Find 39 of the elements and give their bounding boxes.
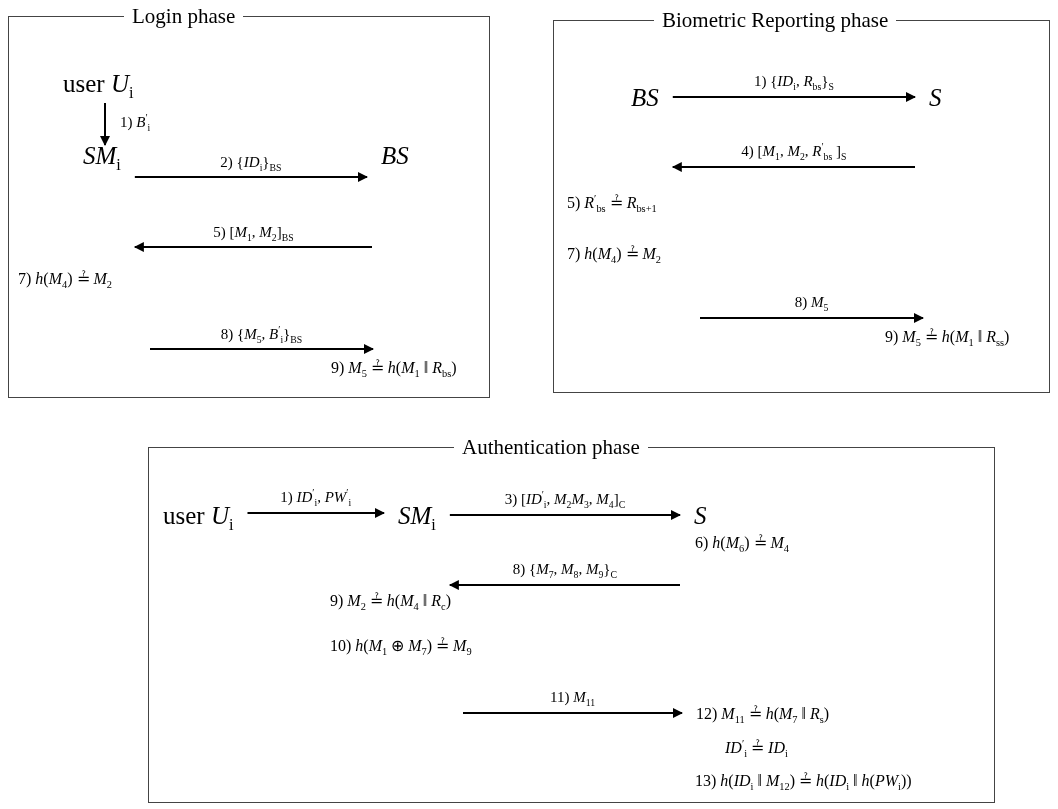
participant-label: user U$_{i}$ (63, 69, 134, 99)
message-label: 3) [ID$^{′}$$_{i}$, M$_{2}$M$_{3}$, M$_{4}$]$_{C}$ (504, 489, 626, 509)
participant-label: SM$_{i}$ (83, 141, 121, 171)
verification-step: 9) M$_{5}$ ≟ h(M$_{1}$ ‖ R$_{ss}$) (885, 326, 1010, 348)
message-label: 8) {M$_{5}$, B$^{′}$$_{i}$}$_{BS}$ (220, 324, 303, 344)
message-arrow (246, 508, 385, 518)
message-arrow (671, 162, 916, 172)
verification-step: 7) h(M$_{4}$) ≟ M$_{2}$ (18, 268, 113, 290)
message-label: 8) M$_{5}$ (794, 293, 829, 312)
message-arrow (462, 708, 683, 718)
verification-step: 7) h(M$_{4}$) ≟ M$_{2}$ (567, 243, 662, 265)
message-arrow (448, 580, 681, 590)
participant-label: S (694, 501, 707, 531)
message-arrow (448, 510, 681, 520)
message-arrow (133, 172, 368, 182)
message-label: 8) {M$_{7}$, M$_{8}$, M$_{9}$}$_{C}$ (512, 560, 618, 579)
participant-label: BS (631, 83, 659, 113)
message-arrow (100, 102, 110, 146)
participant-label: S (929, 83, 942, 113)
verification-step: 5) R$^{′}$$_{bs}$ ≟ R$_{bs+1}$ (567, 192, 657, 214)
verification-step: 9) M$_{2}$ ≟ h(M$_{4}$ ‖ R$_{c}$) (330, 590, 451, 612)
participant-label: SM$_{i}$ (398, 501, 436, 531)
message-arrow (671, 92, 916, 102)
message-label: 2) {ID$_{i}$}$_{BS}$ (220, 153, 282, 172)
message-arrow (133, 242, 373, 252)
message-label: 5) [M$_{1}$, M$_{2}$]$_{BS}$ (213, 223, 294, 242)
verification-step: 13) h(ID$_{i}$ ‖ M$_{12}$) ≟ h(ID$_{i}$ ‖ h(PW$_{i}$)) (695, 770, 912, 792)
verification-step: 10) h(M$_{1}$ ⊕ M$_{7}$) ≟ M$_{9}$ (330, 635, 472, 657)
message-label: 1) {ID$_{i}$, R$_{bs}$}$_{S}$ (753, 72, 834, 91)
message-label: 4) [M$_{1}$, M$_{2}$, R$^{′}$$_{bs}$ ]$_{S}$ (741, 141, 847, 161)
message-label: 11) M$_{11}$ (549, 688, 596, 707)
message-arrow (149, 344, 374, 354)
verification-step: 12) M$_{11}$ ≟ h(M$_{7}$ ‖ R$_{s}$) (696, 703, 830, 725)
participant-label: BS (381, 141, 409, 171)
verification-step: 9) M$_{5}$ ≟ h(M$_{1}$ ‖ R$_{bs}$) (331, 357, 457, 379)
verification-step: ID$^{′}$$_{i}$ ≟ ID$_{i}$ (725, 737, 788, 759)
participant-label: user U$_{i}$ (163, 501, 234, 531)
verification-step: 6) h(M$_{6}$) ≟ M$_{4}$ (695, 532, 790, 554)
message-arrow (699, 313, 924, 323)
